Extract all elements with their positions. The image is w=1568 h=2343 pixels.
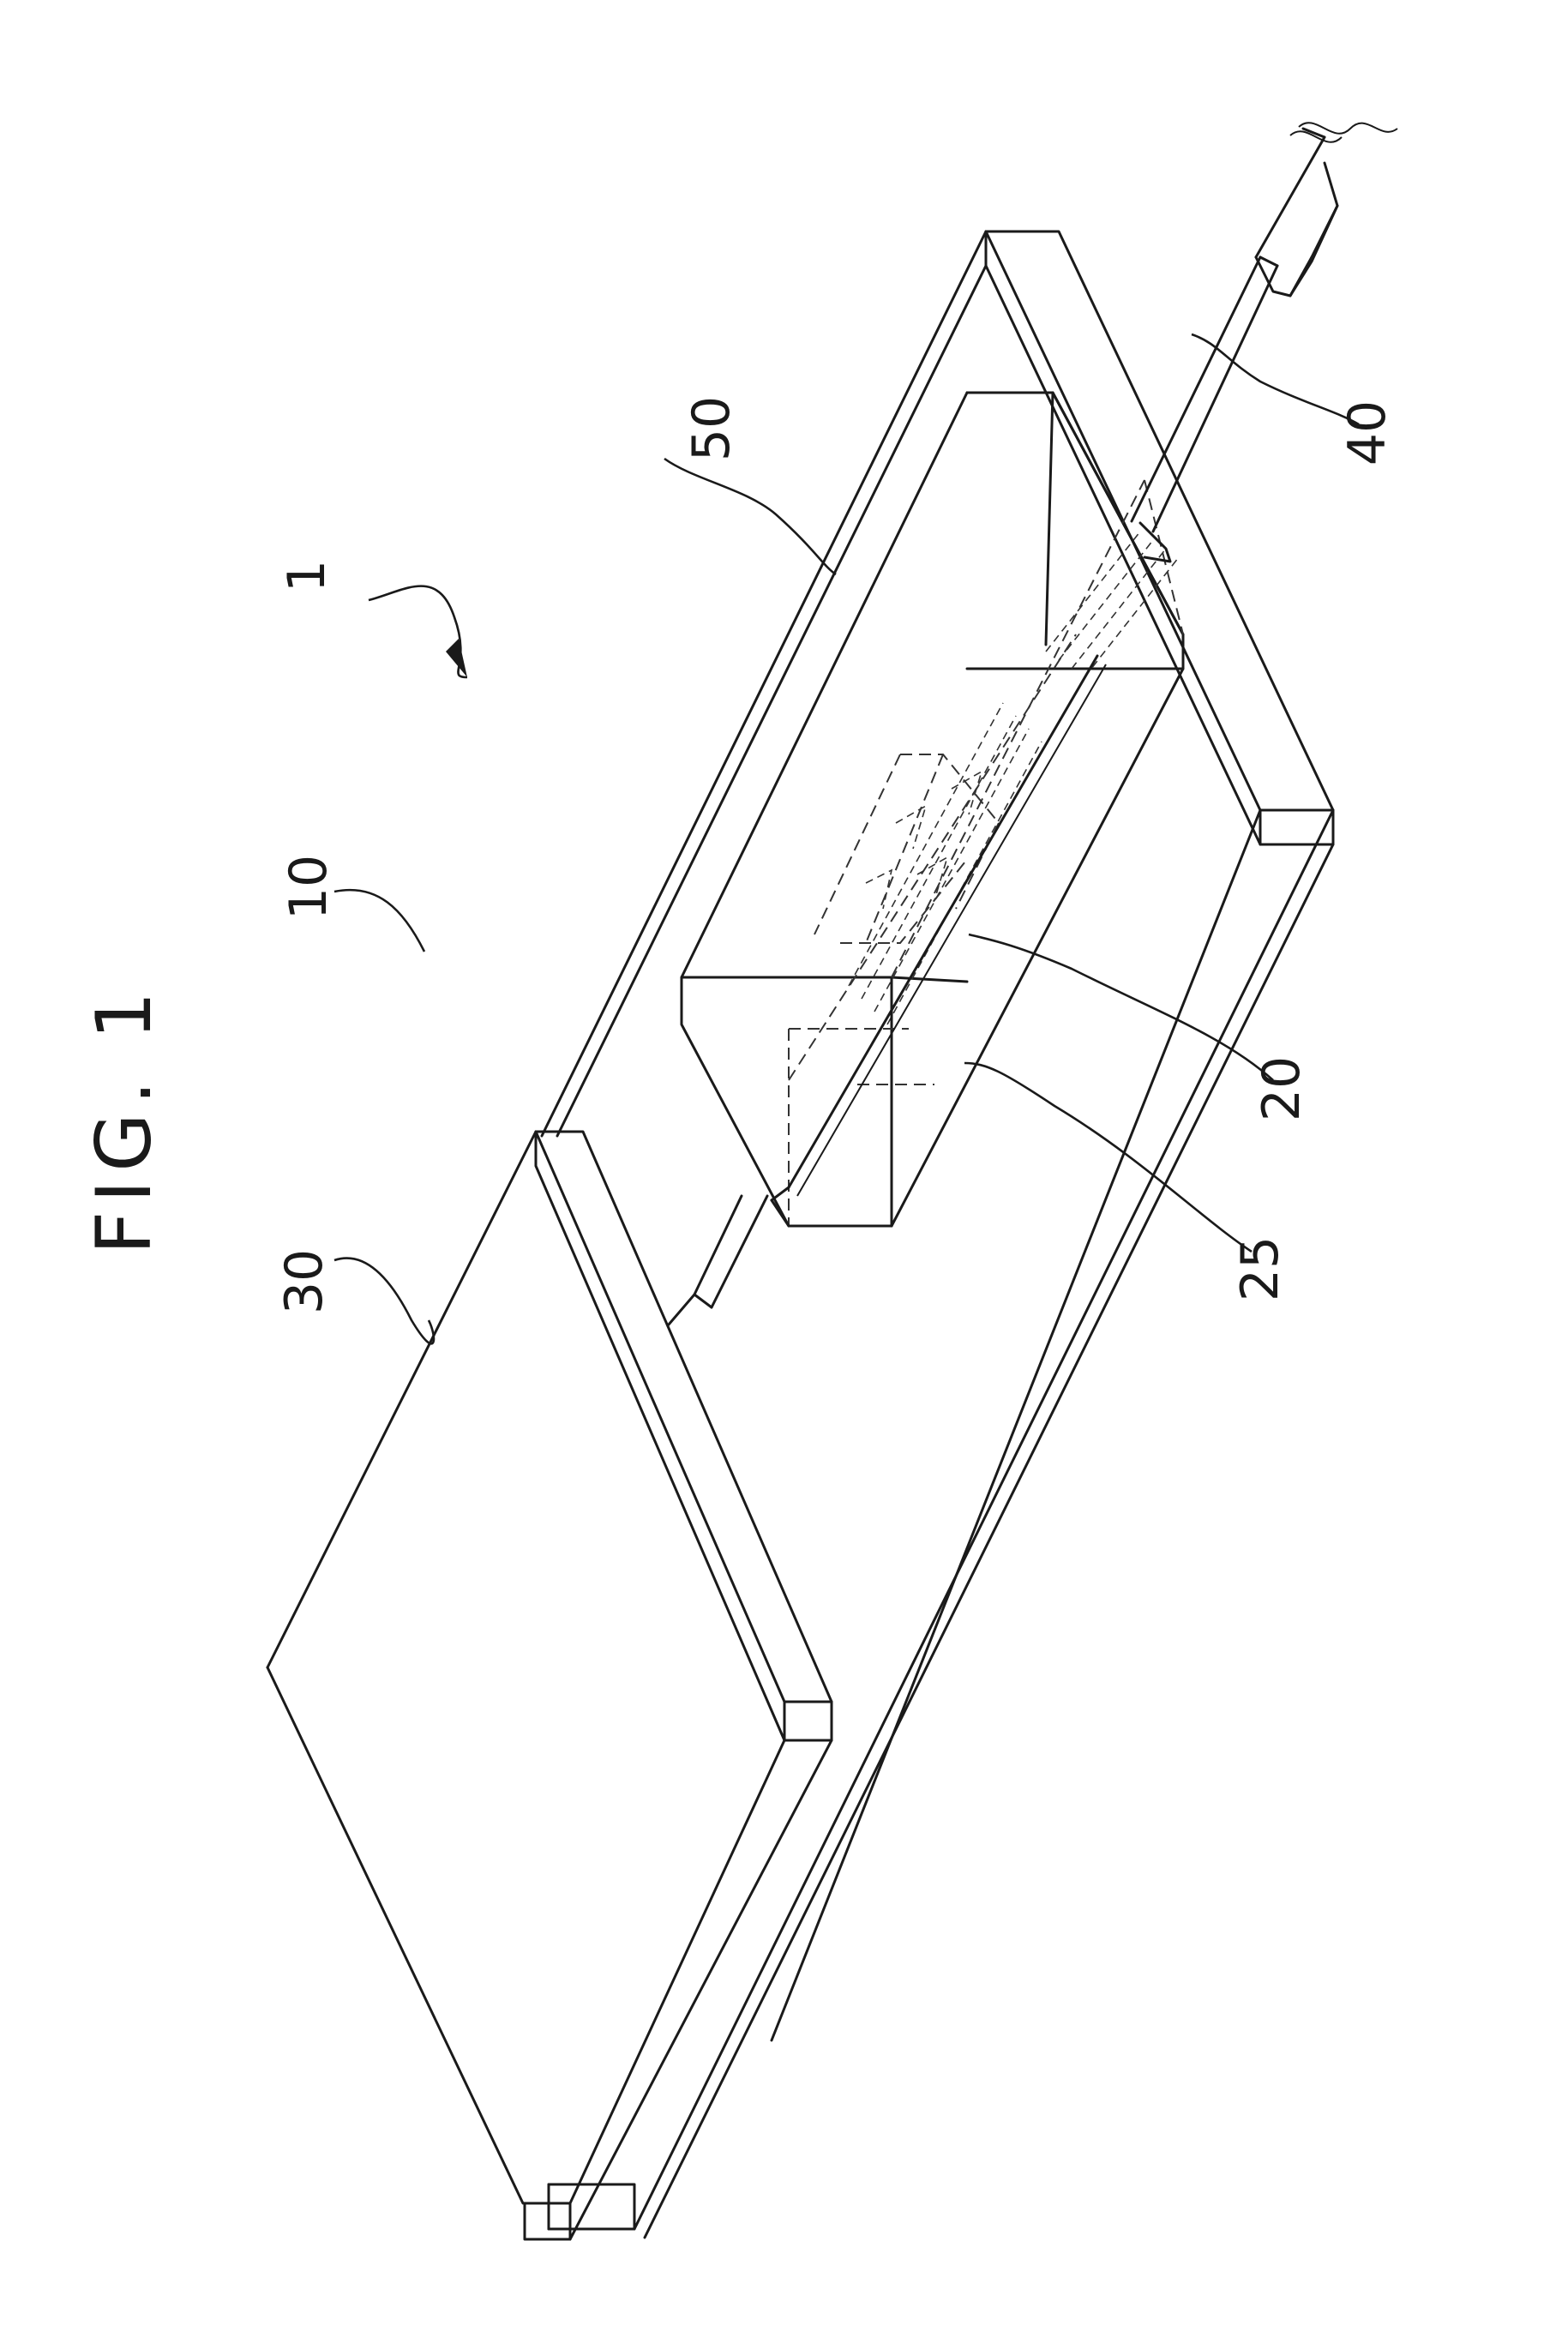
label-1: 1 <box>277 560 337 592</box>
figure-title-group: FIG. 1 <box>80 983 168 1255</box>
label-40: 40 <box>1337 400 1397 466</box>
base-plate <box>542 231 1333 2238</box>
rail-channel <box>669 656 1106 1325</box>
label-50: 50 <box>682 396 742 461</box>
cable <box>1132 123 1397 562</box>
label-30-group: 30 <box>274 1249 334 1314</box>
label-10: 10 <box>279 855 339 920</box>
housing-body <box>682 393 1183 1226</box>
label-20: 20 <box>1252 1056 1312 1121</box>
label-30: 30 <box>274 1249 334 1314</box>
leader-lines <box>334 334 1359 1343</box>
label-25: 25 <box>1230 1236 1290 1301</box>
internal-hidden-lines <box>789 480 1183 1226</box>
label-25-group: 25 <box>1230 1236 1290 1301</box>
panel <box>267 1132 832 2239</box>
figure-title: FIG. 1 <box>80 983 168 1255</box>
label-10-group: 10 <box>279 855 339 920</box>
label-50-group: 50 <box>682 396 742 461</box>
label-40-group: 40 <box>1337 400 1397 466</box>
label-1-group: 1 <box>277 560 337 592</box>
device-arrow <box>369 586 467 677</box>
label-20-group: 20 <box>1252 1056 1312 1121</box>
